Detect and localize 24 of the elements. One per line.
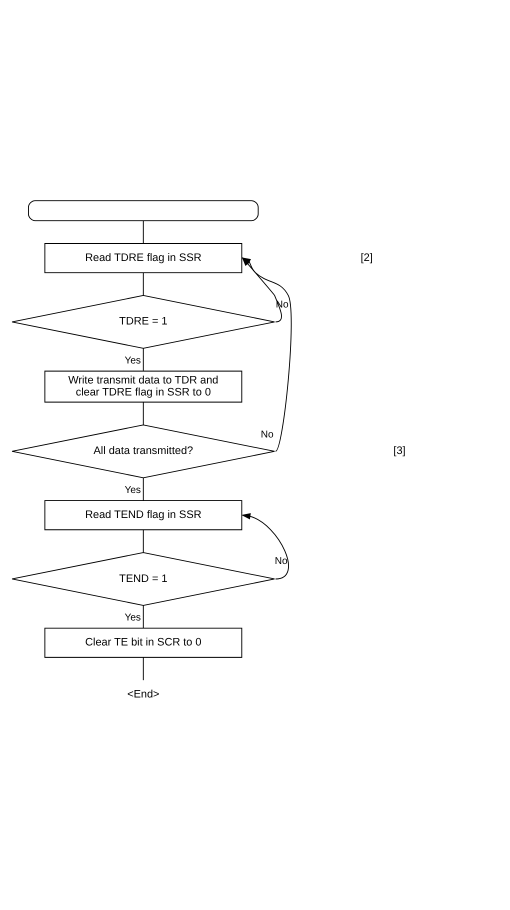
connector	[142, 529, 144, 553]
node-diamond: TEND = 1	[12, 552, 276, 606]
connector	[142, 656, 144, 681]
arrow	[241, 513, 289, 580]
edge-label: Yes	[124, 356, 141, 367]
node-diamond: TDRE = 1	[12, 295, 276, 349]
edge-label: Yes	[124, 484, 141, 496]
edge-label: No	[260, 430, 274, 441]
node-box: Write transmit data to TDR and clear TDRE flag in SSR to 0	[44, 370, 242, 403]
node-text: <End>	[127, 688, 160, 701]
node-box: Read TDRE flag in SSR	[44, 243, 242, 274]
connector	[142, 272, 144, 296]
connector	[142, 348, 144, 372]
label: [2]	[360, 252, 373, 264]
node-box	[28, 200, 259, 222]
connector	[142, 477, 144, 501]
edge-label: No	[274, 556, 288, 568]
connector	[142, 220, 144, 244]
node-box: Clear TE bit in SCR to 0	[44, 628, 242, 658]
connector	[142, 605, 144, 629]
node-box: Read TEND flag in SSR	[44, 500, 242, 530]
label: [3]	[393, 445, 406, 458]
connector	[142, 402, 144, 426]
edge-label: Yes	[124, 612, 141, 624]
